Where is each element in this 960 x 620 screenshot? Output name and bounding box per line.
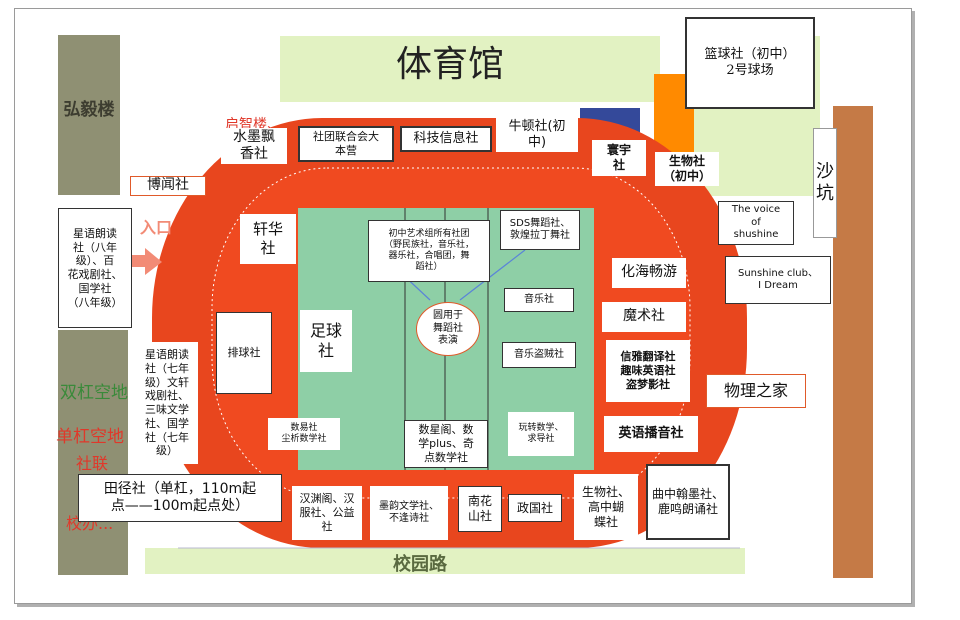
physics-club: 物理之家 (706, 374, 806, 408)
volleyball-club: 排球社 (216, 312, 272, 394)
dance-arrow-right (459, 249, 526, 301)
football-club: 足球 社 (300, 310, 352, 372)
voice-of-shushine-club: The voice of shushine (718, 201, 794, 245)
xingyu-grade7-club: 星语朗读 社（七年 级）文轩 戏剧社、 三味文学 社、国学 社（七年 级） (136, 342, 198, 464)
moxiang-club: 水墨飘 香社 (221, 128, 287, 164)
sds-dance-club: SDS舞蹈社、 敦煌拉丁舞社 (500, 210, 580, 250)
hongyi-building-label: 弘毅楼 (63, 100, 115, 120)
huanyu-club: 寰宇 社 (592, 140, 646, 176)
tech-club: 科技信息社 (400, 126, 492, 152)
music-pirate-club: 音乐盗贼社 (502, 342, 576, 368)
math-play-club: 玩转数学、 求导社 (508, 412, 574, 456)
biology-junior-club: 生物社 （初中） (655, 152, 719, 186)
huahai-club: 化海畅游 (612, 258, 686, 288)
entrance-arrow (145, 248, 162, 275)
hanyuan-club: 汉渊阁、汉 服社、公益 社 (292, 486, 362, 540)
gym-title: 体育馆 (395, 44, 504, 85)
math-easy-club: 数易社 尘析数学社 (268, 418, 340, 450)
sandpit-label: 沙 坑 (813, 128, 837, 238)
magic-club: 魔术社 (602, 302, 686, 332)
track-club: 田径社（单杠，110m起 点——100m起点处） (78, 474, 282, 522)
xingyu-grade8-club: 星语朗读 社（八年 级）、百 花戏剧社、 国学社 （八年级） (58, 208, 132, 328)
hongyi-building (58, 35, 120, 195)
dance-performance-circle: 圆用于 舞蹈社 表演 (416, 302, 480, 356)
campus-road-label: 校园路 (393, 554, 447, 575)
sandpit-area (833, 106, 873, 578)
sunshine-club: Sunshine club、 I Dream (725, 256, 831, 304)
moyun-club: 墨韵文学社、 不逢诗社 (370, 486, 448, 540)
basketball-club: 篮球社（初中） 2号球场 (685, 17, 815, 109)
nanhua-club: 南花 山社 (458, 486, 502, 532)
bowen-club: 博闻社 (130, 176, 206, 196)
west-building (58, 330, 128, 575)
campus-road (145, 548, 745, 574)
biology-senior-club: 生物社、 高中蝴 蝶社 (574, 474, 638, 540)
newton-club: 牛顿社(初 中) (496, 118, 578, 152)
entrance-label: 入口 (140, 218, 173, 237)
politics-club: 政国社 (508, 494, 562, 522)
entrance-arrow-tail (130, 255, 148, 267)
math-star-club: 数星阁、数 学plus、奇 点数学社 (404, 420, 488, 468)
single-bar-label-2: 社联 (76, 454, 109, 473)
single-bar-label-1: 单杠空地 (56, 427, 124, 447)
arts-junior-clubs: 初中艺术组所有社团 （野民族社，音乐社， 器乐社，合唱团，舞 蹈社） (368, 220, 490, 282)
english-radio-club: 英语播音社 (604, 416, 698, 452)
parallel-bars-label: 双杠空地 (60, 383, 128, 403)
xuanhua-club: 轩华 社 (240, 214, 296, 264)
qumo-club: 曲中翰墨社、 鹿鸣朗诵社 (646, 464, 730, 540)
translation-clubs: 信雅翻译社 趣味英语社 盗梦影社 (606, 340, 690, 402)
gym-area (280, 36, 660, 102)
music-club: 音乐社 (504, 288, 574, 312)
union-camp-club: 社团联合会大 本营 (298, 126, 394, 162)
